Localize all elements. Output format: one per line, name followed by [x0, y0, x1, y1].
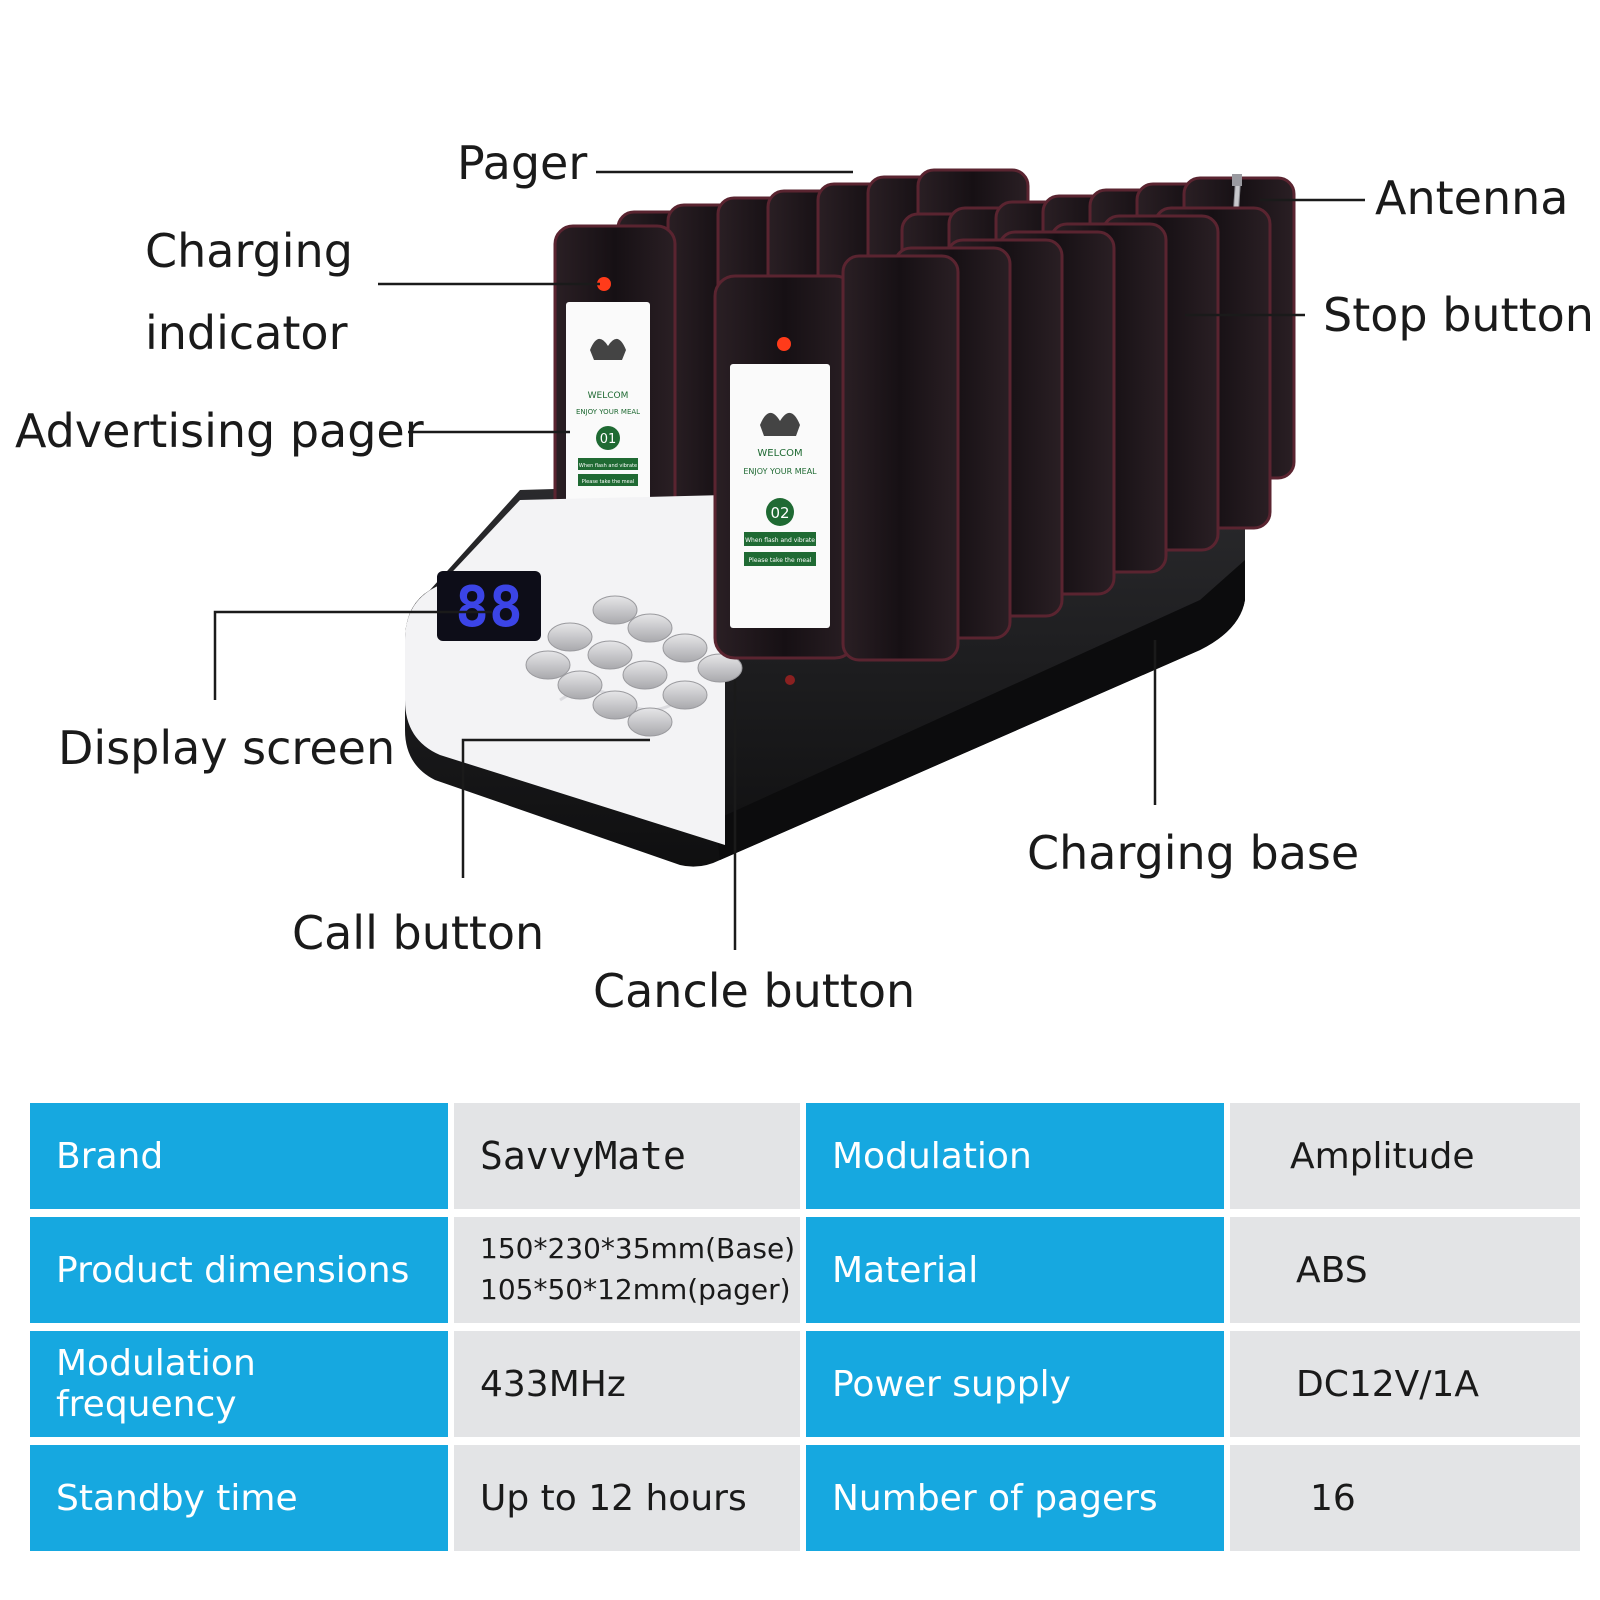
label-advertising-pager: Advertising pager	[15, 404, 424, 458]
pager-2-line2: Please take the meal	[749, 557, 812, 564]
pager-1-header: WELCOM	[588, 391, 629, 401]
pager-1-number: 01	[600, 432, 617, 447]
spec-gap	[800, 1331, 806, 1437]
call-button-leader	[461, 738, 650, 878]
spec-label-standby: Standby time	[30, 1445, 448, 1551]
advertising-pager: WELCOM ENJOY YOUR MEAL 01 When flash and…	[553, 224, 677, 558]
spec-gap	[448, 1331, 454, 1437]
spec-value-power-supply: DC12V/1A	[1230, 1331, 1580, 1437]
spec-row: Brand SavvyMate Modulation Amplitude	[30, 1103, 1580, 1209]
spec-gap	[800, 1445, 806, 1551]
pager-system-illustration: WELCOM ENJOY YOUR MEAL 01 When flash and…	[213, 168, 1365, 950]
spec-value-material: ABS	[1230, 1217, 1580, 1323]
pager-1-tagline: ENJOY YOUR MEAL	[576, 408, 640, 416]
keypad-key-12	[627, 707, 673, 737]
display-digits: 88	[455, 575, 522, 640]
keypad-key-7	[622, 660, 668, 690]
keypad-key-10	[557, 670, 603, 700]
keypad	[525, 595, 743, 737]
leader-lines	[213, 170, 1365, 950]
spec-gap	[448, 1103, 454, 1209]
front-pager-02: WELCOM ENJOY YOUR MEAL 02 When flash and…	[713, 274, 857, 660]
display-screen-leader	[213, 610, 492, 700]
spec-value-modulation: Amplitude	[1230, 1103, 1580, 1209]
spec-gap	[1224, 1103, 1230, 1209]
spec-label-frequency: Modulation frequency	[30, 1331, 448, 1437]
spec-value-brand: SavvyMate	[454, 1103, 800, 1209]
spec-value-frequency: 433MHz	[454, 1331, 800, 1437]
pager-2-header: WELCOM	[757, 448, 802, 459]
keypad-key-2	[627, 613, 673, 643]
pager-2-led	[777, 337, 791, 351]
spec-table: Brand SavvyMate Modulation Amplitude Pro…	[30, 1095, 1580, 1559]
brand-value: SavvyMate	[480, 1134, 686, 1178]
spec-gap	[1224, 1445, 1230, 1551]
keypad-key-8	[662, 680, 708, 710]
label-charging-base: Charging base	[1027, 826, 1360, 880]
keypad-key-6	[587, 640, 633, 670]
keypad-key-1	[592, 595, 638, 625]
spec-gap	[1224, 1217, 1230, 1323]
pager-2-tagline: ENJOY YOUR MEAL	[743, 467, 817, 476]
spec-gap	[1224, 1331, 1230, 1437]
status-led	[785, 675, 795, 685]
spec-row: Standby time Up to 12 hours Number of pa…	[30, 1445, 1580, 1551]
keypad-key-9	[525, 650, 571, 680]
keypad-key-3	[662, 633, 708, 663]
spec-label-material: Material	[806, 1217, 1224, 1323]
label-cancel-button: Cancle button	[593, 964, 916, 1018]
label-display-screen: Display screen	[58, 721, 396, 775]
spec-label-pager-count: Number of pagers	[806, 1445, 1224, 1551]
keypad-key-4	[697, 653, 743, 683]
label-charging-indicator-line1: Charging	[145, 224, 353, 278]
spec-value-dimensions: 150*230*35mm(Base) 105*50*12mm(pager)	[454, 1217, 800, 1323]
display-screen	[437, 571, 541, 641]
pager-front-7	[841, 254, 960, 662]
spec-label-power-supply: Power supply	[806, 1331, 1224, 1437]
pager-1-line1: When flash and vibrate	[579, 463, 637, 469]
spec-gap	[800, 1103, 806, 1209]
spec-row: Modulation frequency 433MHz Power supply…	[30, 1331, 1580, 1437]
pager-2-line1: When flash and vibrate	[745, 537, 815, 544]
label-charging-indicator-line2: indicator	[145, 306, 348, 360]
spec-gap	[448, 1445, 454, 1551]
dimensions-base: 150*230*35mm(Base)	[480, 1232, 796, 1266]
label-antenna: Antenna	[1375, 171, 1569, 225]
keypad-key-5	[547, 622, 593, 652]
spec-row: Product dimensions 150*230*35mm(Base) 10…	[30, 1217, 1580, 1323]
label-call-button: Call button	[292, 906, 545, 960]
charging-indicator-led	[597, 277, 611, 291]
pager-rack-front	[841, 206, 1272, 662]
pager-1-line2: Please take the meal	[582, 479, 634, 485]
pager-2-number: 02	[770, 504, 789, 522]
spec-gap	[448, 1217, 454, 1323]
dimensions-pager: 105*50*12mm(pager)	[480, 1273, 791, 1306]
label-pager: Pager	[457, 136, 588, 190]
keypad-key-11	[592, 690, 638, 720]
spec-label-modulation: Modulation	[806, 1103, 1224, 1209]
label-stop-button: Stop button	[1323, 288, 1594, 342]
spec-value-standby: Up to 12 hours	[454, 1445, 800, 1551]
spec-label-dimensions: Product dimensions	[30, 1217, 448, 1323]
product-diagram: WELCOM ENJOY YOUR MEAL 01 When flash and…	[15, 136, 1594, 1018]
spec-label-brand: Brand	[30, 1103, 448, 1209]
spec-gap	[800, 1217, 806, 1323]
spec-value-pager-count: 16	[1230, 1445, 1580, 1551]
